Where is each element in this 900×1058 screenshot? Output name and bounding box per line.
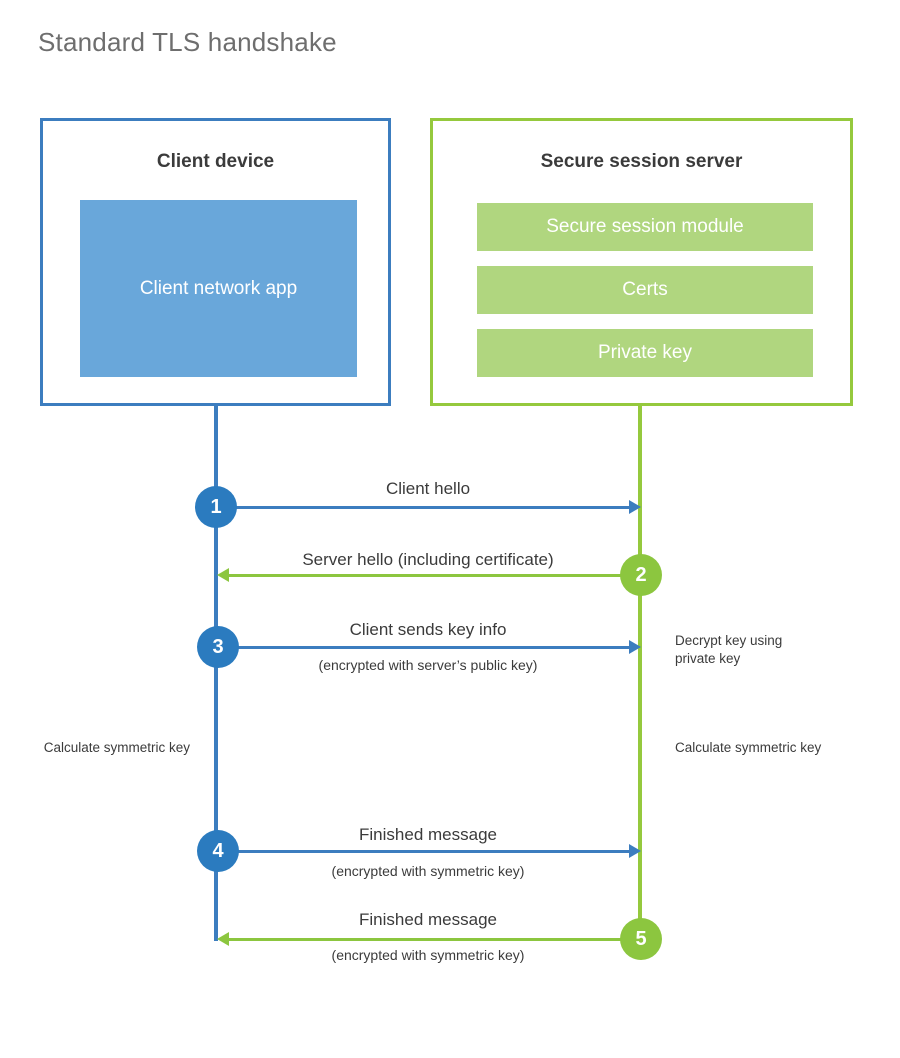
server-block-private-key: Private key: [477, 329, 813, 377]
server-block-secure-session-module: Secure session module: [477, 203, 813, 251]
server-block-certs: Certs: [477, 266, 813, 314]
step-5-arrow-line: [229, 938, 639, 941]
annotation-server-calculate-symmetric-key: Calculate symmetric key: [675, 740, 822, 755]
step-5-sublabel: (encrypted with symmetric key): [331, 947, 525, 963]
step-1-circle: 1: [195, 486, 237, 528]
step-3-label: Client sends key info: [349, 620, 507, 639]
step-3-arrow-line: [216, 646, 630, 649]
annotation-client-calculate-symmetric-key: Calculate symmetric key: [43, 740, 190, 755]
secure-session-server-title: Secure session server: [540, 151, 743, 172]
step-4-sublabel: (encrypted with symmetric key): [331, 863, 525, 879]
client-device-box: Client device Client network app: [40, 118, 391, 406]
step-4-arrow-line: [216, 850, 630, 853]
client-device-title: Client device: [156, 151, 275, 172]
step-2-arrow-line: [229, 574, 639, 577]
step-3-circle: 3: [197, 626, 239, 668]
server-lifeline: [638, 405, 642, 941]
step-5-arrow-head-icon: [217, 932, 229, 946]
step-4-label: Finished message: [359, 825, 497, 844]
client-lifeline: [214, 405, 218, 941]
step-2-label: Server hello (including certificate): [302, 550, 554, 569]
page-title: Standard TLS handshake: [38, 27, 337, 57]
step-4-circle: 4: [197, 830, 239, 872]
step-1-arrow-line: [216, 506, 630, 509]
step-2-circle: 2: [620, 554, 662, 596]
step-1-label: Client hello: [385, 479, 471, 498]
step-5-circle: 5: [620, 918, 662, 960]
step-5-label: Finished message: [359, 910, 497, 929]
secure-session-server-box: Secure session server Secure session mod…: [430, 118, 853, 406]
step-1-arrow-head-icon: [629, 500, 641, 514]
step-2-arrow-head-icon: [217, 568, 229, 582]
client-network-app-block: Client network app: [80, 200, 357, 377]
step-3-sublabel: (encrypted with server’s public key): [318, 657, 538, 673]
step-3-arrow-head-icon: [629, 640, 641, 654]
step-4-arrow-head-icon: [629, 844, 641, 858]
annotation-server-decrypt-key: Decrypt key using private key: [675, 633, 783, 667]
